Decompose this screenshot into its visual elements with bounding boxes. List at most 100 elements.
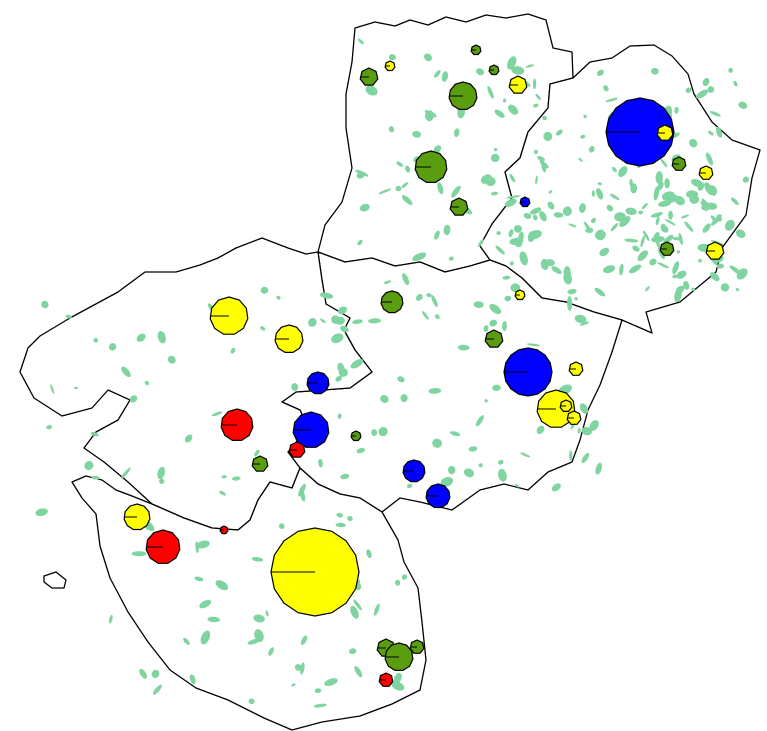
- forest-patch: [355, 169, 369, 177]
- forest-patch: [730, 197, 739, 206]
- forest-patch: [541, 161, 547, 173]
- forest-patch: [619, 263, 624, 276]
- forest-patch: [539, 211, 547, 222]
- forest-patch: [314, 688, 322, 694]
- forest-patch: [597, 182, 602, 186]
- forest-patch: [651, 67, 659, 75]
- forest-patch: [611, 166, 617, 173]
- forest-patch: [709, 111, 721, 117]
- forest-patch: [653, 186, 660, 201]
- forest-patch: [207, 616, 220, 623]
- forest-patch: [595, 462, 603, 475]
- forest-patch: [251, 556, 264, 562]
- forest-patch: [93, 337, 99, 343]
- forest-patch: [583, 114, 587, 119]
- forest-patch: [428, 387, 442, 394]
- forest-patch: [396, 161, 404, 167]
- forest-patch: [672, 274, 678, 279]
- forest-patch: [463, 468, 475, 478]
- departments-layer: [19, 13, 761, 731]
- forest-patch: [393, 672, 402, 684]
- forest-patch: [433, 145, 442, 154]
- forest-patch: [509, 173, 516, 183]
- forest-patch: [529, 207, 542, 215]
- forest-patch: [199, 599, 212, 609]
- forest-patch: [300, 635, 308, 645]
- forest-patch: [46, 425, 52, 430]
- forest-patch: [504, 198, 517, 207]
- forest-patch: [424, 110, 434, 122]
- forest-patch: [581, 452, 590, 464]
- forest-patch: [543, 131, 553, 141]
- forest-patch: [129, 395, 138, 403]
- forest-patch: [658, 200, 672, 207]
- forest-patch: [335, 375, 342, 382]
- forest-patch: [691, 287, 696, 292]
- forest-patch: [139, 668, 147, 679]
- forest-patch: [545, 259, 555, 267]
- forest-patch: [167, 355, 176, 364]
- forest-patch: [108, 343, 117, 351]
- forest-patch: [291, 683, 296, 687]
- forest-patch: [551, 483, 561, 492]
- forest-patch: [354, 666, 363, 678]
- forest-patch: [397, 376, 405, 383]
- forest-patch: [674, 106, 679, 114]
- forest-patch: [596, 188, 604, 200]
- forest-patch: [736, 268, 748, 280]
- forest-patch: [716, 263, 725, 269]
- forest-patch: [108, 614, 113, 624]
- forest-patch: [298, 483, 306, 497]
- forest-patch: [640, 235, 645, 248]
- forest-patch: [254, 449, 260, 457]
- forest-patch: [383, 280, 392, 284]
- forest-patch: [498, 459, 504, 465]
- forest-patch: [484, 399, 488, 403]
- forest-patch: [432, 438, 442, 448]
- forest-patch: [483, 325, 489, 332]
- forest-patch: [183, 637, 190, 645]
- forest-patch: [131, 551, 147, 557]
- forest-patch: [701, 202, 714, 211]
- forest-patch: [268, 647, 274, 656]
- department-west-coast: [19, 237, 373, 531]
- forest-patch: [394, 579, 401, 586]
- forest-patch: [527, 231, 536, 243]
- forest-patch: [509, 261, 514, 266]
- forest-patch: [189, 674, 196, 685]
- forest-patch: [568, 223, 577, 228]
- forest-patch: [596, 69, 604, 76]
- forest-patch: [735, 229, 746, 239]
- forest-patch: [489, 303, 502, 315]
- forest-patch: [65, 314, 72, 319]
- forest-patch: [415, 293, 423, 301]
- forest-patch: [490, 153, 500, 163]
- forest-patch: [357, 239, 363, 246]
- forest-patch: [368, 318, 382, 324]
- forest-patch: [637, 250, 649, 262]
- forest-patch: [588, 145, 595, 153]
- forest-patch: [683, 280, 690, 290]
- forest-patch: [144, 380, 150, 386]
- forest-patch: [373, 603, 380, 616]
- forest-patch: [645, 286, 650, 292]
- forest-patch: [668, 210, 673, 220]
- forest-patch: [421, 311, 429, 320]
- forest-patch: [649, 258, 657, 266]
- forest-patch: [502, 98, 507, 103]
- forest-patch: [508, 229, 514, 238]
- forest-patch: [121, 467, 131, 479]
- forest-patch: [494, 109, 505, 118]
- forest-patch: [366, 549, 372, 559]
- forest-patch: [597, 231, 606, 241]
- forest-patch: [551, 266, 562, 274]
- forest-patch: [708, 130, 714, 136]
- forest-patch: [660, 223, 667, 232]
- forest-patch: [350, 358, 364, 369]
- forest-patch: [710, 215, 717, 222]
- forest-patch: [555, 129, 563, 136]
- forest-patch: [487, 86, 494, 99]
- forest-patch: [443, 224, 451, 236]
- forest-patch: [433, 69, 441, 78]
